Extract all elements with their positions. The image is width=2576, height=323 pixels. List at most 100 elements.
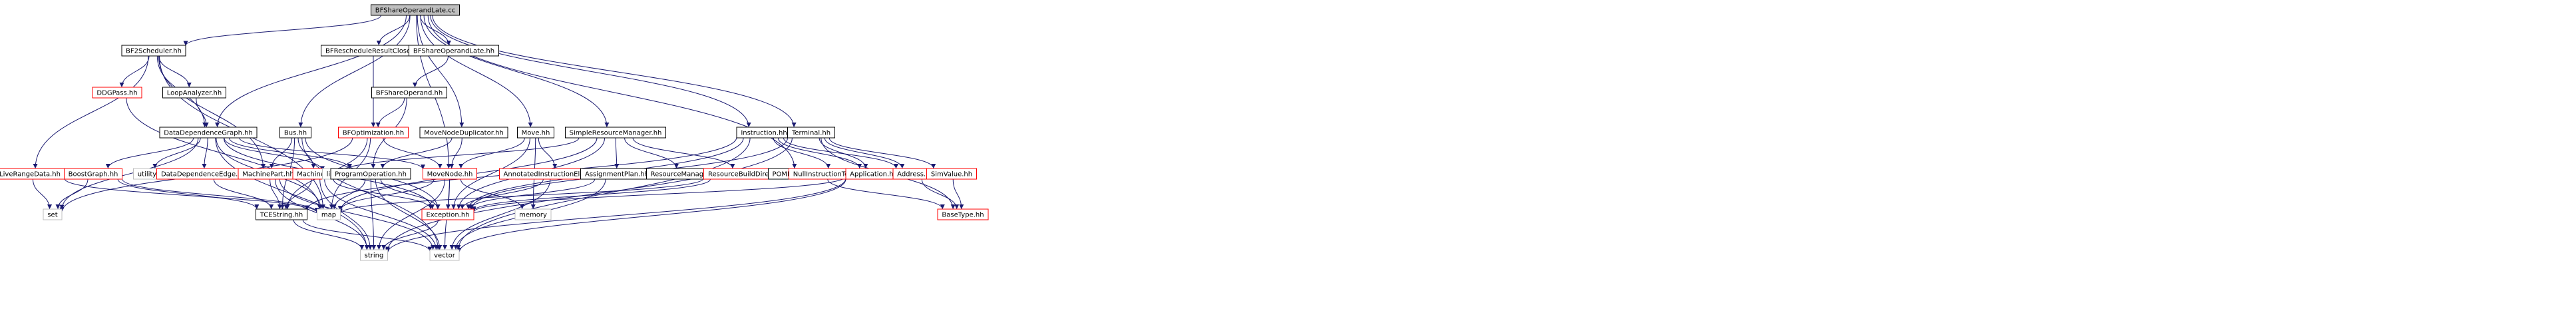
edge-simvalue-to-basetype bbox=[952, 178, 964, 210]
node-memory: memory bbox=[514, 208, 552, 220]
edge-datadependencegraph-to-programoperation bbox=[228, 137, 352, 169]
edge-boostgraph-to-set bbox=[55, 178, 89, 210]
edge-machine-to-string bbox=[319, 178, 373, 250]
edge-root-to-bfrescheduleresultclose bbox=[376, 15, 411, 46]
node-bfshareoperandlate_hh[interactable]: BFShareOperandLate.hh bbox=[409, 45, 499, 57]
node-label: BF2Scheduler.hh bbox=[126, 48, 182, 55]
node-label: BFShareOperandLate.cc bbox=[375, 7, 456, 15]
edge-bfshareoperand-to-bfoptimization bbox=[375, 97, 405, 128]
node-terminal[interactable]: Terminal.hh bbox=[787, 127, 835, 139]
node-box bbox=[787, 127, 835, 139]
node-box bbox=[371, 4, 460, 16]
edge-movenodeduplicator-to-programoperation bbox=[380, 137, 453, 169]
node-label: Machine.hh bbox=[297, 171, 335, 178]
edge-datadependencegraph-to-list bbox=[224, 137, 325, 171]
edge-programoperation-to-vector bbox=[375, 178, 443, 250]
node-boostgraph[interactable]: BoostGraph.hh bbox=[64, 168, 122, 180]
node-label: utility bbox=[138, 171, 157, 178]
edge-ddgpass-to-map bbox=[126, 97, 322, 210]
edge-datadependencegraph-to-utility bbox=[152, 137, 201, 169]
node-label: map bbox=[321, 212, 336, 219]
edge-instruction-to-nullinstructiontemplate bbox=[773, 137, 831, 169]
edge-instruction-to-address bbox=[783, 137, 899, 169]
edge-root-to-instruction bbox=[430, 15, 751, 128]
node-label: DDGPass.hh bbox=[96, 90, 137, 97]
edge-simpleresourcemanager-to-list bbox=[338, 137, 580, 173]
edge-programoperation-to-string bbox=[370, 178, 377, 250]
node-bus[interactable]: Bus.hh bbox=[279, 127, 311, 139]
node-bfshareoperand[interactable]: BFShareOperand.hh bbox=[371, 87, 447, 99]
edge-machine-to-vector bbox=[324, 178, 439, 250]
node-datadependenceedge[interactable]: DataDependenceEdge.hh bbox=[156, 168, 251, 180]
node-label: BFShareOperand.hh bbox=[376, 90, 443, 97]
edge-root-to-movenodeduplicator bbox=[417, 15, 464, 128]
node-box bbox=[43, 208, 63, 220]
edge-bus-to-machinepart bbox=[269, 137, 293, 169]
node-datadependencegraph[interactable]: DataDependenceGraph.hh bbox=[159, 127, 258, 139]
edge-root-to-terminal bbox=[432, 15, 797, 128]
node-label: Move.hh bbox=[522, 130, 550, 137]
node-box bbox=[279, 127, 311, 139]
node-tcestring[interactable]: TCEString.hh bbox=[256, 208, 307, 220]
edge-movenode-to-string bbox=[376, 178, 446, 250]
node-root[interactable]: BFShareOperandLate.cc bbox=[371, 4, 460, 16]
node-assignmentplan[interactable]: AssignmentPlan.hh bbox=[580, 168, 653, 180]
node-bf2scheduler[interactable]: BF2Scheduler.hh bbox=[121, 45, 186, 57]
node-label: string bbox=[365, 252, 384, 260]
node-bfoptimization[interactable]: BFOptimization.hh bbox=[338, 127, 409, 139]
node-label: Terminal.hh bbox=[791, 130, 830, 137]
node-box bbox=[317, 208, 341, 220]
edge-root-to-bfshareoperandlate_hh bbox=[420, 15, 451, 46]
edge-exception-to-string bbox=[381, 219, 439, 250]
edge-datadependencegraph-to-datadependenceedge bbox=[202, 137, 208, 169]
node-instruction[interactable]: Instruction.hh bbox=[736, 127, 792, 139]
node-label: MachinePart.hh bbox=[242, 171, 293, 178]
edge-instruction-to-vector bbox=[456, 137, 751, 250]
node-liverangedata[interactable]: LiveRangeData.hh bbox=[0, 168, 65, 180]
node-loopanalyzer[interactable]: LoopAnalyzer.hh bbox=[162, 87, 226, 99]
node-machinepart[interactable]: MachinePart.hh bbox=[238, 168, 299, 180]
node-programoperation[interactable]: ProgramOperation.hh bbox=[330, 168, 411, 180]
node-label: TCEString.hh bbox=[260, 212, 303, 219]
edge-resourcebuilddirector-to-map bbox=[338, 178, 704, 214]
node-simpleresourcemanager[interactable]: SimpleResourceManager.hh bbox=[565, 127, 666, 139]
edge-resourcebuilddirector-to-exception bbox=[471, 178, 711, 211]
edge-programoperation-to-exception bbox=[380, 178, 441, 210]
node-label: MoveNode.hh bbox=[427, 171, 473, 178]
edge-machinepart-to-tcestring bbox=[270, 178, 282, 210]
edge-datadependencegraph-to-boostgraph bbox=[105, 137, 194, 169]
node-box bbox=[162, 87, 226, 99]
node-simvalue[interactable]: SimValue.hh bbox=[926, 168, 977, 180]
node-movenodeduplicator[interactable]: MoveNodeDuplicator.hh bbox=[419, 127, 508, 139]
edge-root-to-move bbox=[420, 15, 533, 128]
edge-boostgraph-to-map bbox=[122, 178, 319, 213]
node-string: string bbox=[360, 249, 388, 261]
edge-datadependencegraph-to-set bbox=[59, 137, 199, 210]
node-box bbox=[419, 127, 508, 139]
edge-bf2scheduler-to-liverangedata bbox=[33, 55, 149, 169]
node-box bbox=[64, 168, 122, 180]
edge-movenode-to-map bbox=[338, 178, 435, 211]
node-label: BFOptimization.hh bbox=[343, 130, 404, 137]
edge-machine-to-exception bbox=[333, 178, 433, 210]
edge-application-to-vector bbox=[457, 178, 846, 252]
node-ddgpass[interactable]: DDGPass.hh bbox=[92, 87, 142, 99]
edge-annotatedinstructionelement-to-exception bbox=[460, 178, 544, 210]
node-exception[interactable]: Exception.hh bbox=[421, 208, 474, 220]
node-label: Address.hh bbox=[897, 171, 934, 178]
edge-movenodeduplicator-to-movenode bbox=[449, 137, 462, 169]
node-basetype[interactable]: BaseType.hh bbox=[937, 208, 989, 220]
node-label: LoopAnalyzer.hh bbox=[167, 90, 222, 97]
node-move[interactable]: Move.hh bbox=[517, 127, 554, 139]
node-label: set bbox=[47, 212, 57, 219]
edge-bf2scheduler-to-loopanalyzer bbox=[158, 55, 192, 88]
edge-loopanalyzer-to-datadependencegraph bbox=[196, 97, 209, 128]
node-box bbox=[371, 87, 447, 99]
node-label: Application.hh bbox=[850, 171, 898, 178]
node-movenode[interactable]: MoveNode.hh bbox=[423, 168, 477, 180]
node-box bbox=[421, 208, 474, 220]
node-label: AnnotatedInstructionElement.hh bbox=[504, 171, 612, 178]
edge-movenode-to-memory bbox=[460, 178, 525, 210]
node-box bbox=[338, 127, 409, 139]
edge-move-to-movenode bbox=[459, 137, 525, 169]
